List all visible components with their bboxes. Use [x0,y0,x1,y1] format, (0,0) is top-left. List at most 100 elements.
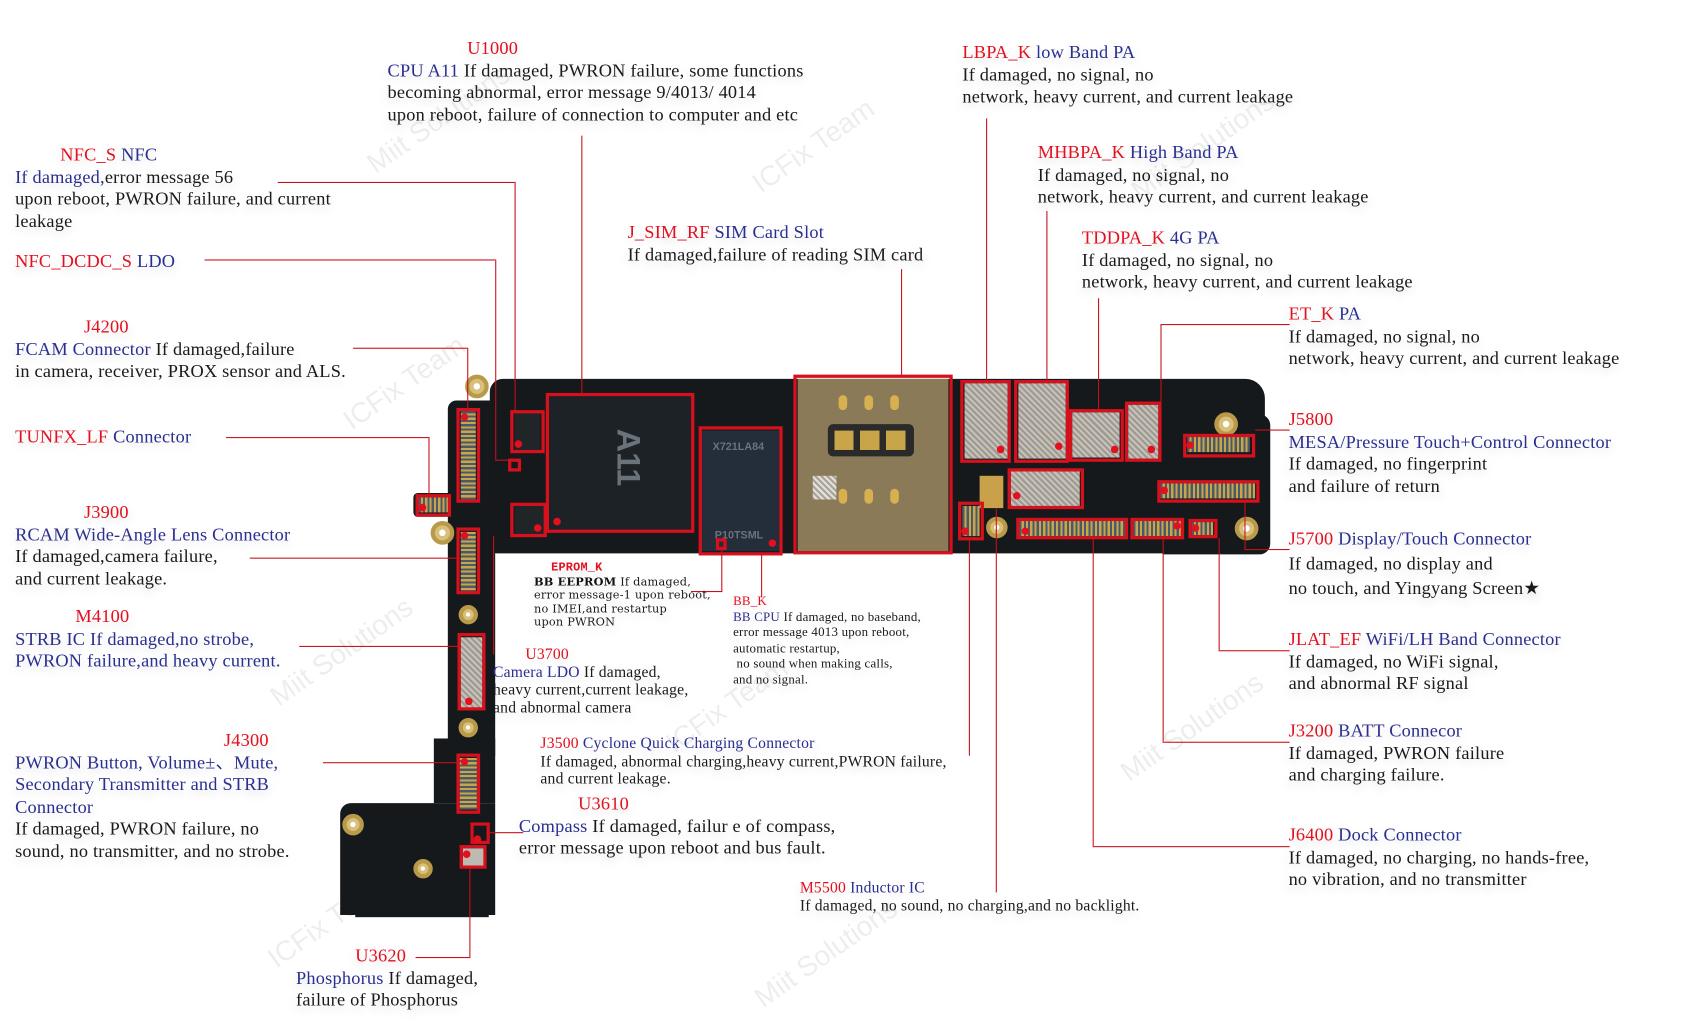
screw-hole [413,859,433,879]
label-j3900: J3900 RCAM Wide-Angle Lens Connector If … [15,502,290,590]
label-nfc-dcdc: NFC_DCDC_S LDO [15,251,175,273]
leader-j3200 [1162,741,1290,744]
component-code: J3500 [540,735,579,753]
label-et-k: ET_K PA If damaged, no signal, no networ… [1289,304,1620,370]
component-code: J5800 [1288,409,1334,430]
j6400-highlight[interactable] [1016,517,1129,540]
component-code: M4100 [75,606,130,627]
j5700-connector [1160,483,1256,499]
leader-mhbpa [1046,210,1048,381]
bb-cpu-chip: X721LA84 P10TSML [701,430,780,552]
component-desc: and current leakage. [540,770,671,788]
nfc-s-highlight[interactable] [510,410,545,454]
j-sim-rf-highlight[interactable] [793,374,953,555]
j3500-highlight[interactable] [958,501,984,541]
j4200-connector [460,411,476,500]
component-desc: If damaged, [15,166,105,187]
component-code: U3620 [355,945,407,966]
component-desc: If damaged, PWRON failure, some function… [463,59,804,81]
component-desc: If damaged, PWRON failure [1288,742,1505,763]
screw-hole [342,813,364,836]
pin1-dot [462,850,471,858]
label-j5800: J5800 MESA/Pressure Touch+Control Connec… [1289,409,1612,497]
j3900-highlight[interactable] [456,527,481,595]
component-desc: error message-1 upon reboot, [533,589,711,602]
nfc-dcdc-highlight[interactable] [508,458,522,472]
board-foot-bottom [355,910,489,918]
mhbpa-k-highlight[interactable] [1014,380,1069,463]
component-desc: no vibration, and no transmitter [1288,868,1527,890]
tunfx-highlight[interactable] [415,494,452,517]
component-name: low Band PA [1035,41,1136,63]
component-desc: upon PWRON [533,616,616,630]
label-m5500: M5500 Inductor IC If damaged, no sound, … [800,880,1140,916]
m4100-highlight[interactable] [457,632,486,711]
leader-et-k [1160,324,1162,403]
tunfx-connector [418,497,449,513]
component-code: J4300 [223,729,269,751]
leader-j5700 [1244,502,1246,550]
a11-cpu: A11 [549,396,692,530]
u3620-highlight[interactable] [459,845,487,869]
pin1-dot [418,503,427,512]
component-name: Inductor IC [850,879,925,897]
pin1-dot [1021,527,1030,536]
component-code: U3610 [578,793,629,814]
et-k-highlight[interactable] [1124,401,1162,462]
label-jlat-ef: JLAT_EF WiFi/LH Band Connector If damage… [1289,629,1561,695]
component-code: J_SIM_RF [627,221,710,243]
component-desc: sound, no transmitter, and no strobe. [15,840,290,861]
pin1-dot [460,757,469,766]
component-code: JLAT_EF [1288,628,1362,650]
bb-k-highlight[interactable] [698,426,783,556]
leader-nfc-s [514,181,516,412]
u1000-highlight[interactable] [545,392,695,533]
component-desc: If damaged,camera failure, [15,545,218,567]
label-j3500: J3500 Cyclone Quick Charging Connector I… [540,735,946,788]
component-desc: If damaged, no signal, no [1288,325,1480,347]
component-desc: If damaged, [388,967,479,988]
leader-j4300 [322,762,459,764]
component-desc: If damaged, [583,663,661,681]
component-desc: If damaged, no WiFi signal, [1288,650,1499,672]
j4200-highlight[interactable] [456,407,481,503]
j5700-highlight[interactable] [1157,480,1260,503]
j6400-connector [1019,521,1125,537]
label-m4100: M4100 STRB IC If damaged,no strobe, PWRO… [15,606,281,672]
component-desc: becoming abnormal, error message 9/4013/… [387,81,757,103]
component-code: EPROM_K [551,561,603,575]
component-desc: If damaged, no signal, no [1081,249,1274,270]
pin1-dot [514,440,523,448]
j3200-highlight[interactable] [1130,517,1185,540]
component-desc: If damaged, no signal, no [1037,164,1230,185]
component-name: Secondary Transmitter and STRB [15,774,270,795]
label-mhbpa-k: MHBPA_K High Band PA If damaged, no sign… [1038,142,1369,208]
leader-lbpa [986,118,988,381]
component-desc: If damaged, PWRON failure, no [15,818,260,839]
j4300-highlight[interactable] [456,753,481,814]
component-desc: network, heavy current, and current leak… [1037,186,1369,207]
leader-tunfx [226,437,429,439]
component-code: TUNFX_LF [15,426,109,447]
component-code: U1000 [467,37,519,59]
u3610-highlight[interactable] [470,822,490,844]
m5500-highlight[interactable] [1007,468,1085,510]
component-code: J3900 [83,501,129,523]
lbpa-k-highlight[interactable] [960,380,1011,463]
component-desc: network, heavy current, and current leak… [1288,347,1620,369]
component-name: NFC [121,144,158,165]
jlat-ef-highlight[interactable] [1188,518,1218,539]
pin1-dot [1012,491,1021,500]
component-name: RCAM Wide-Angle Lens Connector [15,523,291,545]
eprom-k-highlight[interactable] [715,538,727,551]
component-desc: upon reboot, failure of connection to co… [387,103,799,125]
leader-j4200 [467,347,469,410]
component-name: Connector [15,796,94,817]
pin1-dot [533,524,542,532]
j5800-highlight[interactable] [1183,433,1256,458]
tddpa-k-highlight[interactable] [1068,409,1124,462]
pin1-dot [460,531,469,540]
u3700-highlight[interactable] [510,502,547,538]
pin1-dot [1147,445,1156,454]
j5800-connector [1187,437,1250,453]
